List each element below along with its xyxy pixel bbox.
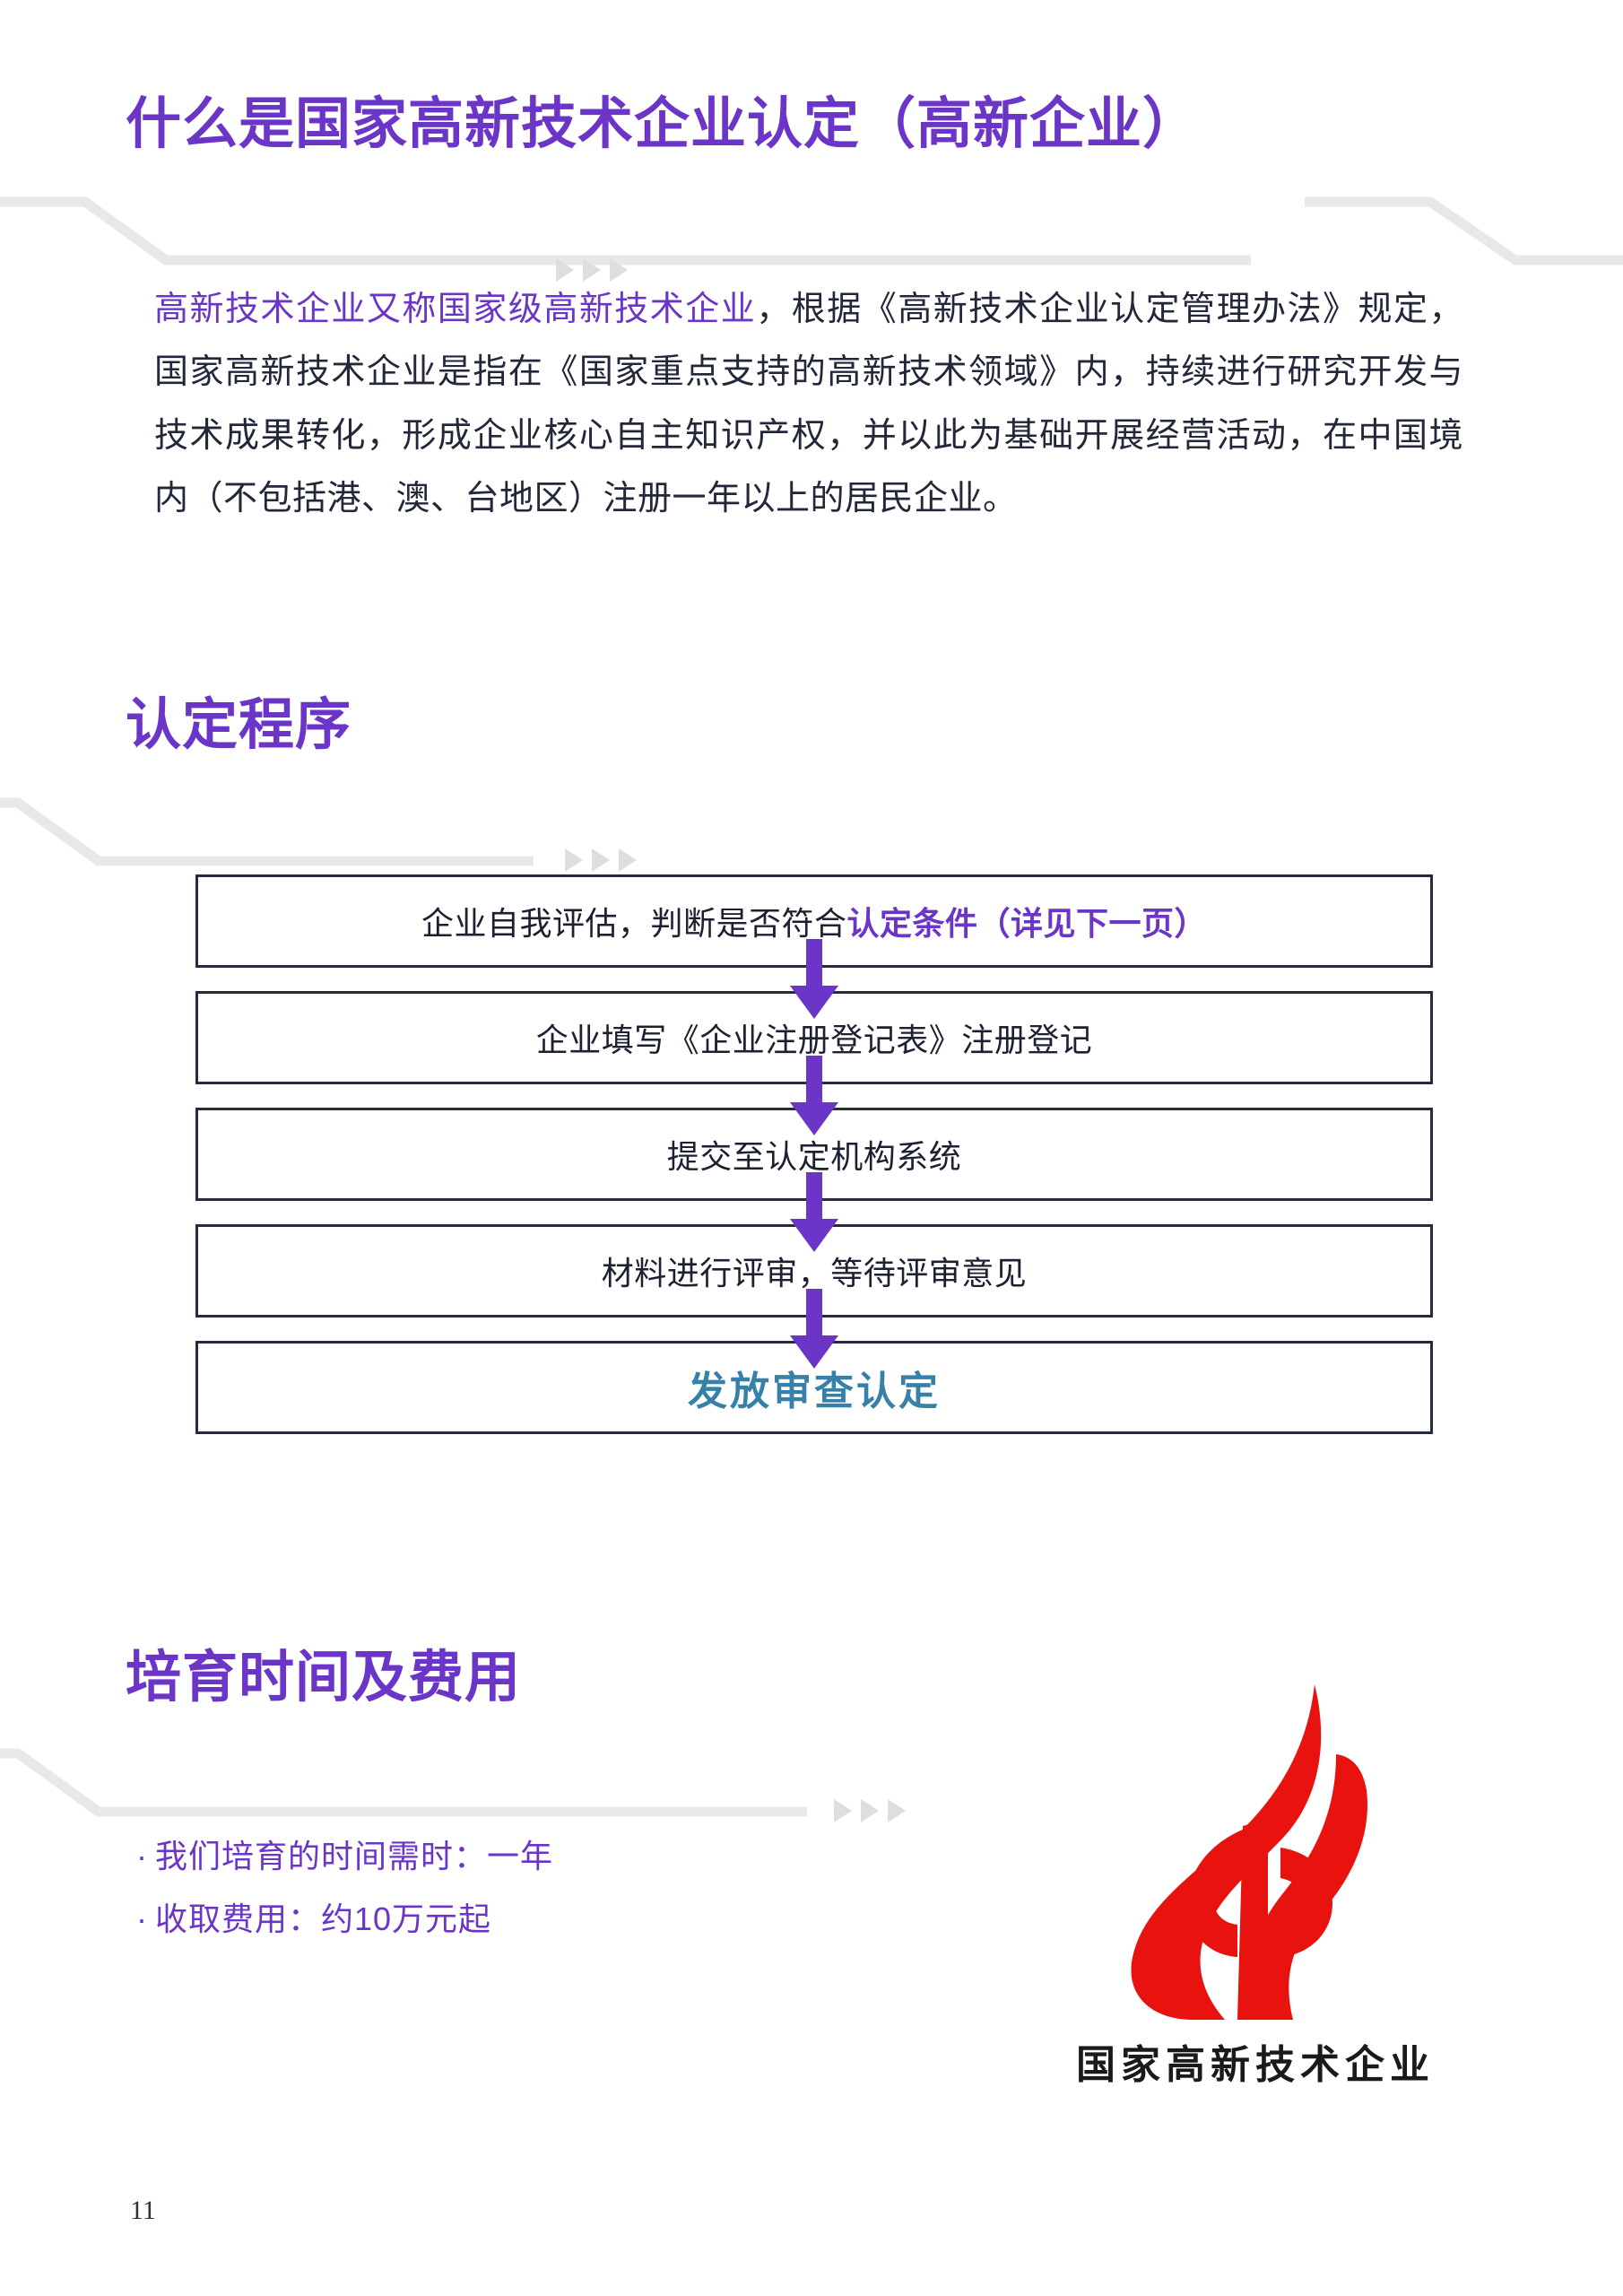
section-what-is: 什么是国家高新技术企业认定（高新企业）	[0, 54, 1623, 282]
triangle-arrow-icon	[834, 1799, 852, 1822]
triangle-arrow-icon	[888, 1799, 906, 1822]
flow-connector-1	[195, 939, 1433, 1019]
list-item: ·我们培育的时间需时：一年	[136, 1825, 553, 1888]
triangle-arrow-icon	[592, 848, 610, 872]
page-number: 11	[130, 2196, 156, 2225]
list-item-label: 收取费用：约10万元起	[155, 1900, 492, 1938]
decoration-arrows	[834, 1799, 906, 1822]
list-item: ·收取费用：约10万元起	[136, 1888, 553, 1951]
flame-logo-icon	[1131, 1684, 1367, 2020]
flow-step-3-text: 提交至认定机构系统	[666, 1138, 962, 1175]
logo-caption: 国家高新技术企业	[1076, 2043, 1435, 2087]
bullet-dot-icon: ·	[136, 1900, 148, 1938]
decoration-arrows	[565, 848, 637, 872]
arrow-down-icon	[790, 1289, 838, 1369]
flow-step-1-accent: 认定条件（详见下一页）	[846, 905, 1208, 942]
flow-connector-2	[195, 1056, 1433, 1135]
arrow-down-icon	[790, 1056, 838, 1135]
section-procedure: 认定程序	[0, 682, 1623, 872]
certification-flowchart: 企业自我评估，判断是否符合认定条件（详见下一页） 企业填写《企业注册登记表》注册…	[195, 874, 1433, 1434]
flow-step-1-text: 企业自我评估，判断是否符合	[421, 905, 847, 942]
intro-body: ，根据《高新技术企业认定管理办法》规定，国家高新技术企业是指在《国家重点支持的高…	[154, 291, 1463, 517]
arrow-down-icon	[790, 939, 838, 1019]
flow-step-2-text: 企业填写《企业注册登记表》注册登记	[535, 1022, 1093, 1058]
arrow-down-icon	[790, 1172, 838, 1252]
triangle-arrow-icon	[610, 258, 628, 282]
flow-connector-4	[195, 1289, 1433, 1369]
triangle-arrow-icon	[861, 1799, 879, 1822]
fee-bullet-list: ·我们培育的时间需时：一年 ·收取费用：约10万元起	[136, 1825, 553, 1951]
flow-connector-3	[195, 1172, 1433, 1252]
decoration-arrows	[556, 258, 628, 282]
triangle-arrow-icon	[583, 258, 601, 282]
intro-highlight: 高新技术企业又称国家级高新技术企业	[154, 291, 757, 328]
intro-paragraph: 高新技术企业又称国家级高新技术企业，根据《高新技术企业认定管理办法》规定，国家高…	[154, 278, 1463, 530]
triangle-arrow-icon	[556, 258, 574, 282]
hi-tech-enterprise-logo: 国家高新技术企业	[1022, 1668, 1488, 2090]
flow-step-4-text: 材料进行评审，等待评审意见	[601, 1255, 1028, 1292]
triangle-arrow-icon	[565, 848, 583, 872]
triangle-arrow-icon	[619, 848, 637, 872]
page-title: 什么是国家高新技术企业认定（高新企业）	[126, 93, 1200, 155]
flow-step-5-text: 发放审查认定	[688, 1370, 941, 1413]
list-item-label: 我们培育的时间需时：一年	[155, 1838, 554, 1874]
section-title-procedure: 认定程序	[126, 694, 352, 756]
bullet-dot-icon: ·	[136, 1838, 148, 1874]
section-title-time-fee: 培育时间及费用	[126, 1647, 522, 1709]
